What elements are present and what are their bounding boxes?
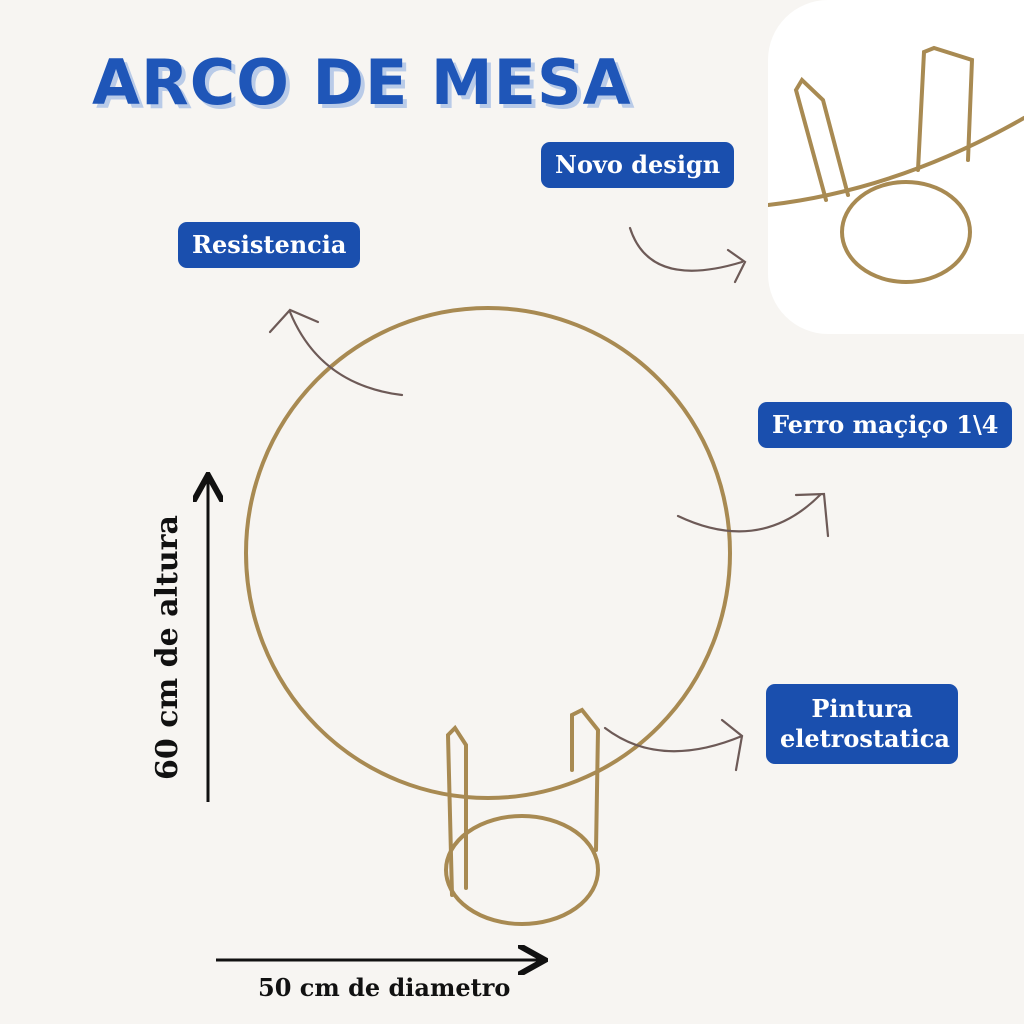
height-label: 60 cm de altura	[150, 515, 185, 780]
base-stand	[444, 707, 601, 926]
tag-ferro-macico: Ferro maçiço 1\4	[758, 402, 1013, 448]
diameter-label: 50 cm de diametro	[258, 973, 511, 1002]
arrow-ferro	[676, 493, 822, 533]
hoop-ring	[244, 306, 732, 800]
page-title: ARCO DE MESA	[92, 46, 632, 119]
arrow-resistencia	[288, 310, 404, 397]
base-detail-illustration	[768, 45, 1024, 284]
arrow-pintura	[603, 726, 744, 753]
tag-pintura-eletrostatica: Pintura eletrostatica	[766, 684, 958, 764]
arrow-novo-design	[628, 226, 744, 272]
tag-novo-design: Novo design	[541, 142, 735, 188]
detail-photo-inset	[768, 0, 1024, 334]
tag-resistencia: Resistencia	[178, 222, 361, 268]
